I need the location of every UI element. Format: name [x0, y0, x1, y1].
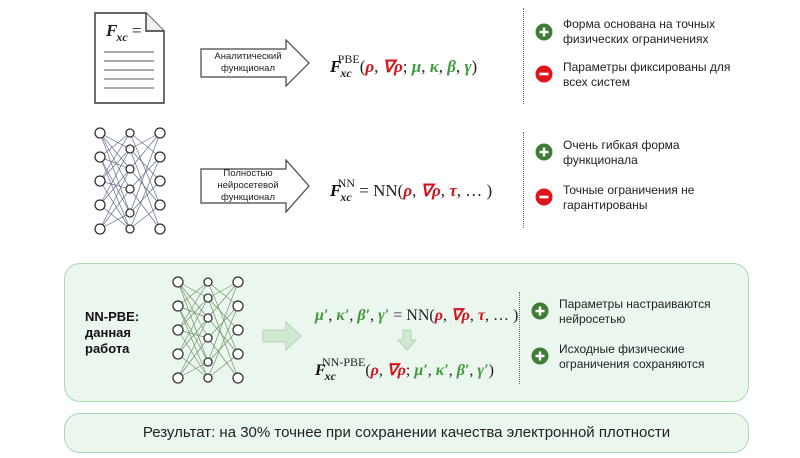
- nn-pbe-label: NN-PBE: данная работа: [85, 309, 140, 356]
- minus-icon: [535, 188, 553, 206]
- panel-arrow: [262, 320, 302, 352]
- neural-network-icon: [170, 274, 246, 386]
- row3-divider: [519, 292, 520, 384]
- row3-note-1: Параметры настраиваются нейросетью: [559, 297, 711, 326]
- plus-icon: [535, 143, 553, 161]
- pbe-formula: FxcPBE(ρ, ∇ρ; μ, κ, β, γ): [330, 52, 478, 80]
- neural-network-icon: [92, 125, 168, 237]
- row1-note-minus: Параметры фиксированы для всех систем: [563, 60, 731, 89]
- nn-formula: FxcNN = NN(ρ, ∇ρ, τ, … ): [330, 176, 493, 204]
- nn-params-formula: μ′, κ′, β′, γ′ = NN(ρ, ∇ρ, τ, … ): [315, 307, 519, 324]
- nn-pbe-formula: FxcNN-PBE(ρ, ∇ρ; μ′, κ′, β′, γ′): [315, 355, 494, 383]
- result-banner: [64, 413, 749, 453]
- document-label: Fxc =: [106, 21, 142, 44]
- document-icon: [94, 12, 166, 104]
- row2-note-minus: Точные ограничения не гарантированы: [563, 183, 695, 212]
- analytic-arrow: [200, 38, 310, 88]
- result-text: Результат: на 30% точнее при сохранении …: [142, 424, 671, 441]
- row1-note-plus: Форма основана на точных физических огра…: [563, 17, 716, 46]
- plus-icon: [535, 23, 553, 41]
- row1-divider: [523, 8, 524, 104]
- down-arrow: [396, 329, 418, 351]
- neural-arrow: [200, 158, 310, 214]
- neural-arrow-label: Полностью нейросетевой функционал: [217, 168, 279, 203]
- plus-icon: [531, 302, 549, 320]
- minus-icon: [535, 65, 553, 83]
- analytic-arrow-label: Аналитический функционал: [214, 51, 282, 74]
- row2-note-plus: Очень гибкая форма функционала: [563, 138, 680, 167]
- row2-divider: [523, 132, 524, 228]
- row3-note-2: Исходные физические ограничения сохраняю…: [559, 342, 705, 371]
- plus-icon: [531, 347, 549, 365]
